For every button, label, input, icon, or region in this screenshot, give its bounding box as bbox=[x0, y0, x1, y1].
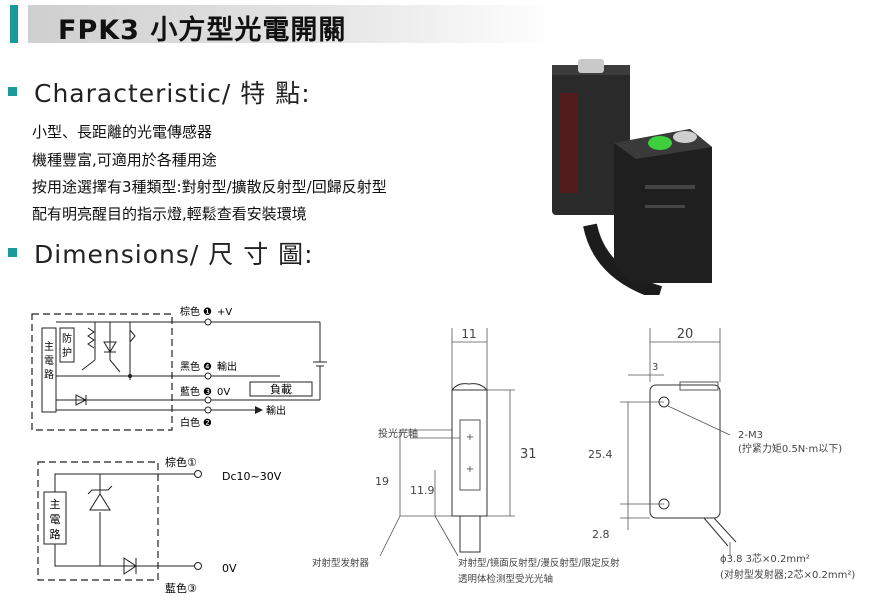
dim-119-label: 11.9 bbox=[410, 484, 435, 497]
main-circuit-char: 電 bbox=[44, 355, 54, 367]
main-circuit-char: 路 bbox=[50, 528, 61, 541]
cable-label-2: (对射型发射器;2芯×0.2mm²) bbox=[720, 568, 855, 581]
load-label: 負載 bbox=[270, 383, 292, 396]
front-dimension-drawing: 11 + + 31 19 11.9 投光光軸 对射型发射器 对射型/镜面反射型/… bbox=[312, 327, 620, 585]
main-circuit-char: 主 bbox=[50, 498, 61, 511]
protect-char: 防 bbox=[62, 332, 72, 345]
feature-line: 配有明亮醒目的指示燈,輕鬆查看安裝環境 bbox=[32, 205, 307, 223]
receiver-label-2: 透明体检测型受光光轴 bbox=[458, 573, 553, 585]
receiver-label: 对射型/镜面反射型/漫反射型/限定反射型 bbox=[458, 557, 620, 569]
axis-label: 投光光軸 bbox=[378, 427, 418, 440]
wire-black: 黑色 bbox=[180, 360, 200, 373]
dim-width-label: 11 bbox=[461, 327, 476, 341]
dim-3-label: 3 bbox=[652, 362, 658, 373]
wiring-diagram-npn: 主 電 路 防 护 負載 棕色 ❶ +V 黑色 ❹ 輸出 藍色 ❸ 0V 白色 … bbox=[31, 305, 327, 431]
dim-28-label: 2.8 bbox=[592, 528, 610, 541]
cable-label: ϕ3.8 3芯×0.2mm² bbox=[720, 552, 810, 565]
feature-line: 小型、長距離的光電傳感器 bbox=[32, 123, 213, 141]
wire-black-num: ❹ bbox=[203, 362, 212, 373]
wire-brown-value: +V bbox=[217, 307, 232, 318]
dim-19-label: 19 bbox=[375, 475, 389, 488]
title-accent-bar bbox=[10, 5, 18, 43]
output-label: 輸出 bbox=[266, 404, 286, 417]
indicator-mark: + bbox=[466, 432, 474, 443]
wire-white-num: ❷ bbox=[203, 418, 212, 429]
wire-brown: 棕色① bbox=[165, 455, 197, 469]
main-circuit-char: 路 bbox=[44, 368, 54, 381]
wire-black-value: 輸出 bbox=[217, 360, 237, 373]
dim-254-label: 25.4 bbox=[588, 448, 613, 461]
dim-height-label: 31 bbox=[520, 447, 537, 462]
screw-label: 2-M3 bbox=[738, 430, 763, 441]
wiring-diagram-emitter: 主 電 路 棕色① Dc10~30V 藍色③ 0V bbox=[37, 455, 282, 595]
dimensions-heading: Dimensions/ 尺 寸 圖: bbox=[34, 240, 314, 269]
wire-brown: 棕色 bbox=[180, 305, 200, 318]
protect-char: 护 bbox=[62, 346, 72, 359]
indicator-mark: + bbox=[466, 464, 474, 475]
wire-blue-num: ❸ bbox=[203, 387, 212, 398]
side-dimension-drawing: 20 3 25.4 2.8 2-M3 (拧紧力矩0.5N·m以下) ϕ3.8 3… bbox=[588, 327, 855, 581]
wire-white: 白色 bbox=[180, 416, 200, 429]
title-background bbox=[28, 5, 558, 43]
wire-brown-value: Dc10~30V bbox=[222, 470, 282, 483]
wire-blue: 藍色 bbox=[180, 385, 200, 398]
main-circuit-char: 電 bbox=[50, 513, 61, 526]
wire-brown-num: ❶ bbox=[203, 307, 212, 318]
product-photo bbox=[552, 59, 712, 295]
wire-blue: 藍色③ bbox=[165, 581, 197, 595]
main-circuit-char: 主 bbox=[44, 341, 54, 353]
feature-line: 按用途選擇有3種類型:對射型/擴散反射型/回歸反射型 bbox=[32, 178, 387, 196]
torque-label: (拧紧力矩0.5N·m以下) bbox=[738, 442, 842, 455]
feature-line: 機種豐富,可適用於各種用途 bbox=[32, 151, 217, 169]
bullet-icon bbox=[8, 248, 17, 257]
dim-width-label: 20 bbox=[677, 327, 694, 342]
bullet-icon bbox=[8, 87, 17, 96]
wire-blue-value: 0V bbox=[222, 562, 237, 575]
emitter-label: 对射型发射器 bbox=[312, 557, 370, 569]
characteristic-heading: Characteristic/ 特 點: bbox=[34, 79, 311, 108]
wire-blue-value: 0V bbox=[217, 387, 230, 398]
page-title: FPK3 小方型光電開關 bbox=[58, 15, 347, 46]
